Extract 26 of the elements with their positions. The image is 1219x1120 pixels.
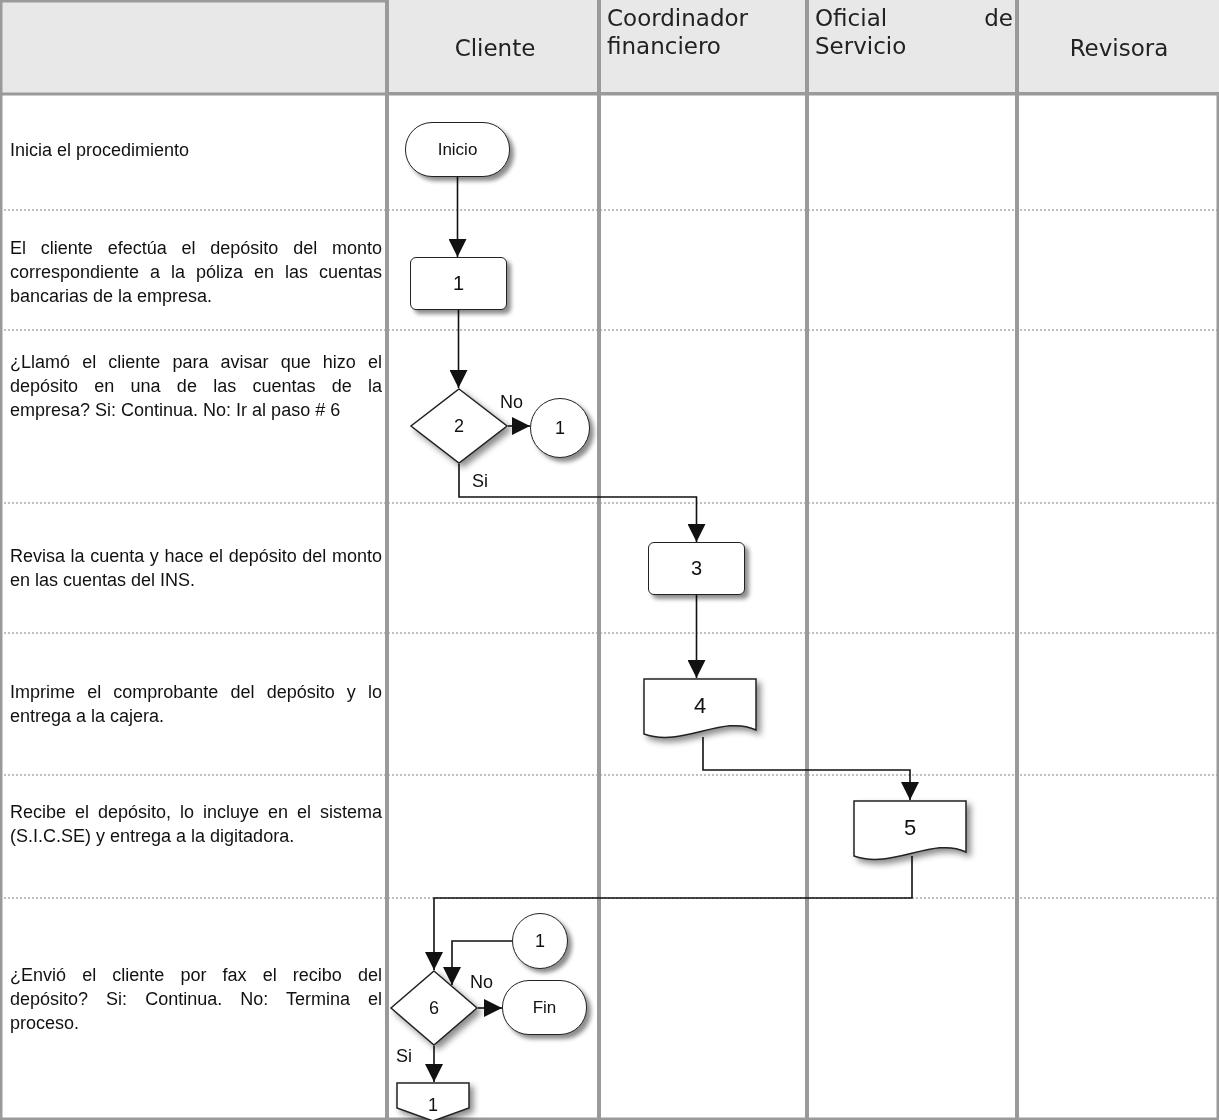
step-description: Inicia el procedimiento [10, 139, 191, 162]
connector-circle: 1 [512, 913, 568, 969]
flow-arrow [477, 999, 503, 1017]
step-description: Recibe el depósito, lo incluye en el sistema (S.I.C.SE) y entrega a la digitadora. [10, 801, 382, 848]
flow-arrow [507, 417, 531, 435]
step-description: Revisa la cuenta y hace el depósito del monto en las cuentas del INS. [10, 545, 382, 592]
flow-arrow [425, 1045, 443, 1083]
step-description: Imprime el comprobante del depósito y lo entrega a la cajera. [10, 681, 382, 728]
lane-header: Revisora [1019, 0, 1219, 95]
flow-arrow [425, 855, 913, 971]
process-box: 1 [410, 257, 507, 310]
flow-arrow [458, 463, 706, 543]
flow-arrow [449, 309, 468, 389]
connector-circle: 1 [530, 398, 590, 458]
step-description: ¿Envió el cliente por fax el recibo del depósito? Si: Continua. No: Termina el proceso. [10, 964, 382, 1035]
end-terminator: Fin [502, 980, 587, 1035]
start-terminator: Inicio [405, 122, 510, 177]
step-description: ¿Llamó el cliente para avisar que hizo el depósito en una de las cuentas de la empresa? Si: Continua. No: Ir al paso # 6 [10, 351, 382, 422]
flow-arrow [702, 736, 919, 801]
swimlane [1015, 0, 1219, 1120]
step-description: El cliente efectúa el depósito del monto correspondiente a la póliza en las cuentas bancarias de la empresa. [10, 237, 382, 308]
off-page-connector: 1 [396, 1082, 470, 1120]
flow-arrow [443, 940, 513, 986]
flow-arrow [687, 594, 706, 679]
process-box: 3 [648, 542, 745, 595]
flow-arrow [448, 176, 467, 258]
